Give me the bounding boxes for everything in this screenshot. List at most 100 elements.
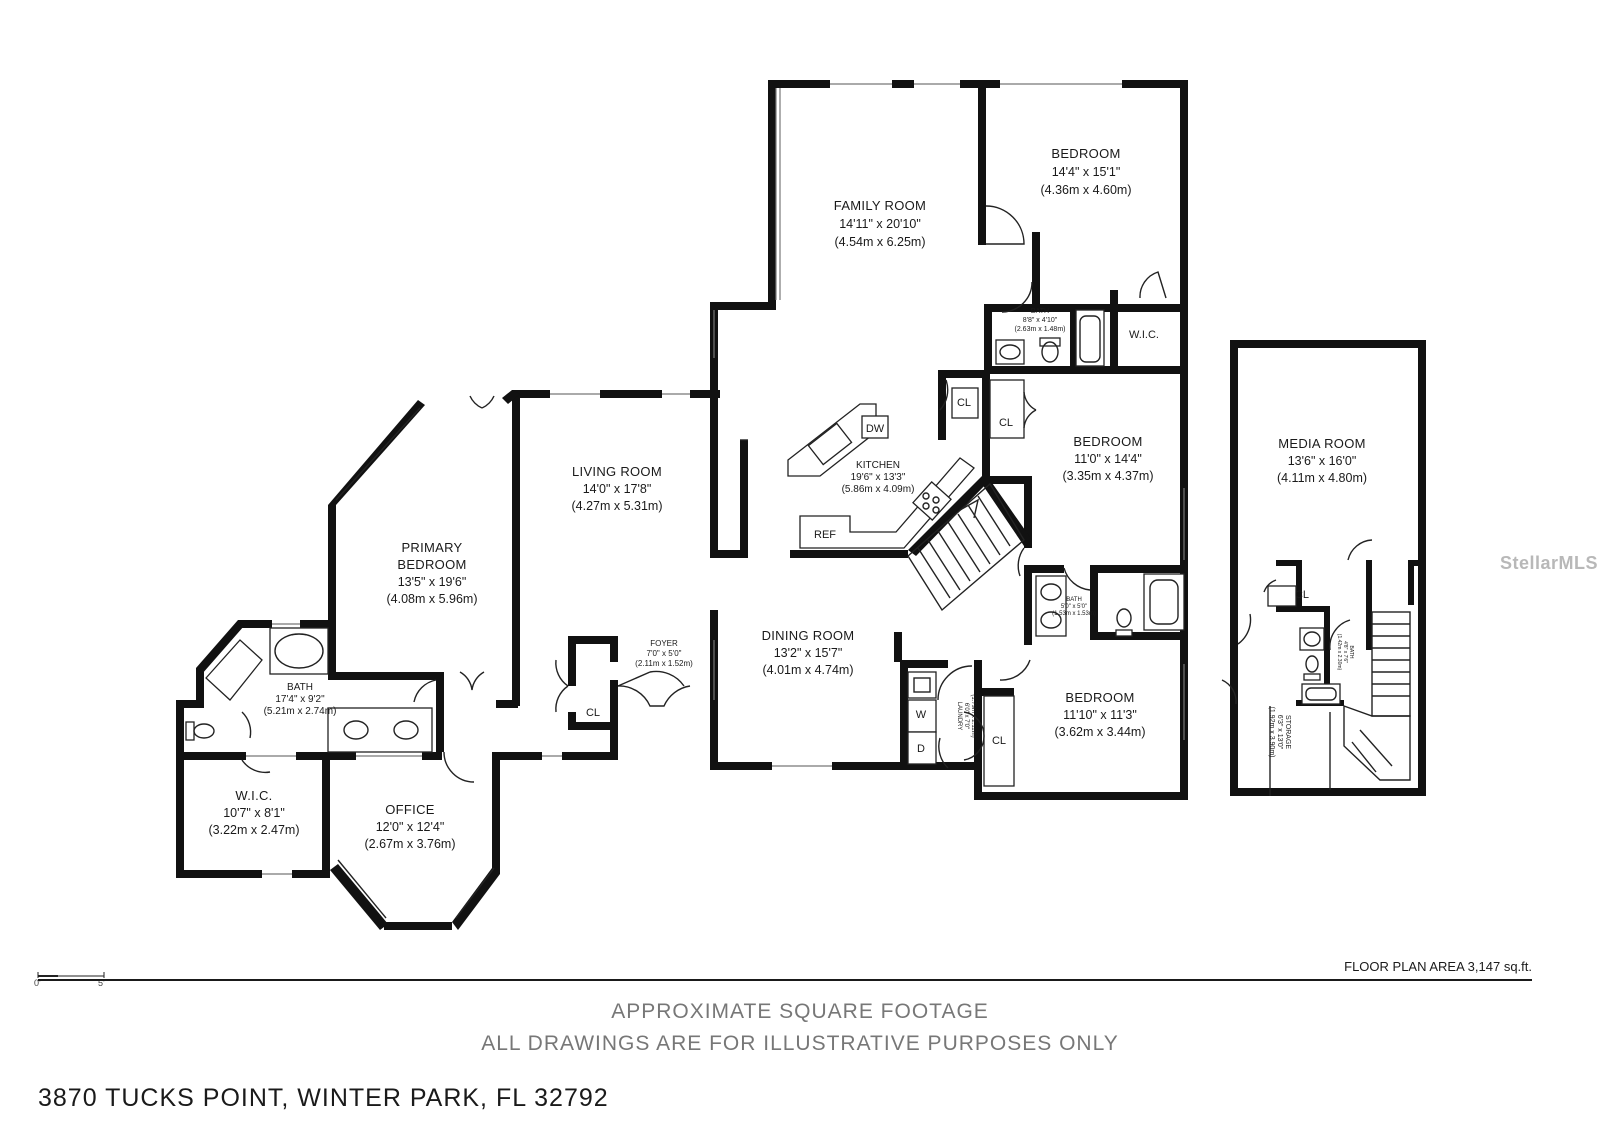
dining-room-name: DINING ROOM: [762, 628, 855, 643]
family-room-name: FAMILY ROOM: [834, 198, 926, 213]
closet-label-bedroom-2: CL: [999, 417, 1013, 429]
office-dimensions: 12'0" x 12'4": [376, 820, 445, 834]
primary-wic-dimensions: 10'7" x 8'1": [223, 806, 285, 820]
room-bath-2: BATH 5'0" x 5'0" (1.53m x 1.53m): [1052, 597, 1096, 617]
bedroom-2-name: BEDROOM: [1073, 434, 1142, 449]
bath-2-name: BATH: [1066, 597, 1082, 603]
doors: [241, 205, 1373, 783]
bedroom-1-metric: (4.36m x 4.60m): [1040, 183, 1131, 197]
bath-2-dimensions: 5'0" x 5'0": [1061, 604, 1087, 610]
room-bath-1: BATH 8'8" x 4'10" (2.63m x 1.48m): [1015, 308, 1066, 333]
bath-1-dimensions: 8'8" x 4'10": [1023, 317, 1058, 324]
bedroom-3-name: BEDROOM: [1065, 690, 1134, 705]
bedroom-3-metric: (3.62m x 3.44m): [1054, 725, 1145, 739]
washer-label: W: [916, 709, 927, 721]
kitchen-counters: [787, 403, 975, 549]
storage-name: STORAGE: [1284, 715, 1291, 749]
foyer-dimensions: 7'0" x 5'0": [647, 649, 682, 658]
angled-walls: [196, 390, 1032, 930]
floor-plan: FAMILY ROOM 14'11" x 20'10" (4.54m x 6.2…: [176, 80, 1426, 930]
bath-3-dimensions: 4'8" x 7'6": [1342, 641, 1348, 663]
window-walls: [246, 83, 1185, 875]
bath-1-name: BATH: [1031, 308, 1049, 315]
primary-bedroom-dimensions: 13'5" x 19'6": [398, 575, 467, 589]
closet-label-media: CL: [1295, 589, 1309, 601]
kitchen-metric: (5.86m x 4.09m): [842, 484, 915, 495]
media-room-metric: (4.11m x 4.80m): [1277, 471, 1367, 485]
bedroom-3-dimensions: 11'10" x 11'3": [1063, 708, 1137, 722]
footer-divider: [38, 979, 1532, 981]
disclaimer-line-1: APPROXIMATE SQUARE FOOTAGE: [611, 1000, 989, 1023]
main-stairs: [907, 482, 1025, 612]
room-office: OFFICE 12'0" x 12'4" (2.67m x 3.76m): [364, 802, 455, 851]
watermark: StellarMLS: [1499, 553, 1598, 573]
dining-room-dimensions: 13'2" x 15'7": [774, 646, 843, 660]
living-room-metric: (4.27m x 5.31m): [571, 499, 662, 513]
bedroom-2-metric: (3.35m x 4.37m): [1062, 469, 1153, 483]
dryer-label: D: [917, 743, 925, 755]
family-room-metric: (4.54m x 6.25m): [834, 235, 925, 249]
dining-room-metric: (4.01m x 4.74m): [762, 663, 853, 677]
room-family-room: FAMILY ROOM 14'11" x 20'10" (4.54m x 6.2…: [834, 198, 926, 249]
bath-2-metric: (1.53m x 1.53m): [1052, 611, 1096, 617]
closet-label-foyer: CL: [586, 707, 600, 719]
media-room-name: MEDIA ROOM: [1278, 436, 1366, 451]
laundry-name: LAUNDRY: [956, 702, 962, 731]
closet-label-kitchen: CL: [957, 397, 971, 409]
dishwasher-label: DW: [866, 423, 885, 435]
room-media-room: MEDIA ROOM 13'6" x 16'0" (4.11m x 4.80m): [1277, 436, 1367, 485]
room-storage: STORAGE 6'3" x 13'0" (1.92m x 3.90m): [1268, 707, 1291, 758]
closet-label-bedroom-3: CL: [992, 735, 1006, 747]
room-bedroom-3: BEDROOM 11'10" x 11'3" (3.62m x 3.44m): [1054, 690, 1145, 739]
laundry-dimensions: 6'0" x 7'0": [963, 703, 969, 729]
bedroom-1-dimensions: 14'4" x 15'1": [1052, 165, 1121, 179]
disclaimer-line-2: ALL DRAWINGS ARE FOR ILLUSTRATIVE PURPOS…: [481, 1032, 1119, 1055]
primary-bedroom-name-line1: PRIMARY: [401, 540, 462, 555]
property-address: 3870 TUCKS POINT, WINTER PARK, FL 32792: [38, 1084, 609, 1112]
room-primary-bath: BATH 17'4" x 9'2" (5.21m x 2.74m): [264, 682, 337, 717]
storage-dimensions: 6'3" x 13'0": [1276, 715, 1283, 750]
media-stairs: [1343, 611, 1411, 781]
media-room-dimensions: 13'6" x 16'0": [1288, 454, 1357, 468]
primary-bedroom-name-line2: BEDROOM: [397, 557, 466, 572]
room-primary-bedroom: PRIMARY BEDROOM 13'5" x 19'6" (4.08m x 5…: [386, 540, 477, 606]
primary-wic-metric: (3.22m x 2.47m): [208, 823, 299, 837]
partitions: [951, 379, 1331, 796]
primary-bath-name: BATH: [287, 682, 313, 693]
refrigerator-label: REF: [814, 529, 836, 541]
room-dining-room: DINING ROOM 13'2" x 15'7" (4.01m x 4.74m…: [762, 628, 855, 677]
scale-bar-graphic: [37, 972, 105, 978]
foyer-metric: (2.11m x 1.52m): [635, 659, 693, 668]
floor-plan-area: FLOOR PLAN AREA 3,147 sq.ft.: [1344, 959, 1532, 974]
laundry-appliances: [907, 671, 937, 765]
scale-start-label: 0': [34, 978, 41, 988]
room-foyer: FOYER 7'0" x 5'0" (2.11m x 1.52m): [635, 639, 693, 668]
room-bedroom-2: BEDROOM 11'0" x 14'4" (3.35m x 4.37m): [1062, 434, 1153, 483]
room-bedroom-1: BEDROOM 14'4" x 15'1" (4.36m x 4.60m): [1040, 146, 1131, 197]
room-primary-wic: W.I.C. 10'7" x 8'1" (3.22m x 2.47m): [208, 788, 299, 837]
family-room-dimensions: 14'11" x 20'10": [839, 217, 921, 231]
foyer-name: FOYER: [650, 639, 678, 648]
storage-metric: (1.92m x 3.90m): [1268, 707, 1275, 758]
primary-bath-dimensions: 17'4" x 9'2": [275, 694, 325, 705]
primary-bath-metric: (5.21m x 2.74m): [264, 706, 337, 717]
wic-1-label: W.I.C.: [1129, 329, 1159, 341]
laundry-metric: (1.79m x 2.11m): [970, 694, 976, 737]
bedroom-1-name: BEDROOM: [1051, 146, 1120, 161]
primary-bedroom-metric: (4.08m x 5.96m): [386, 592, 477, 606]
bedroom-2-dimensions: 11'0" x 14'4": [1074, 452, 1142, 466]
bath-1-metric: (2.63m x 1.48m): [1015, 326, 1066, 333]
office-name: OFFICE: [385, 802, 434, 817]
living-room-name: LIVING ROOM: [572, 464, 662, 479]
room-kitchen: KITCHEN 19'6" x 13'3" (5.86m x 4.09m): [842, 460, 915, 495]
kitchen-name: KITCHEN: [856, 460, 900, 471]
primary-wic-name: W.I.C.: [235, 788, 272, 803]
bath-3-name: BATH: [1348, 646, 1354, 659]
living-room-dimensions: 14'0" x 17'8": [583, 482, 652, 496]
scale-end-label: 5': [98, 978, 105, 988]
office-metric: (2.67m x 3.76m): [364, 837, 455, 851]
room-bath-3: BATH 4'8" x 7'6" (1.42m x 2.30m): [1336, 634, 1354, 671]
room-laundry: LAUNDRY 6'0" x 7'0" (1.79m x 2.11m): [956, 694, 976, 737]
walls: [176, 80, 1426, 930]
bath-fixtures: [185, 309, 1341, 753]
